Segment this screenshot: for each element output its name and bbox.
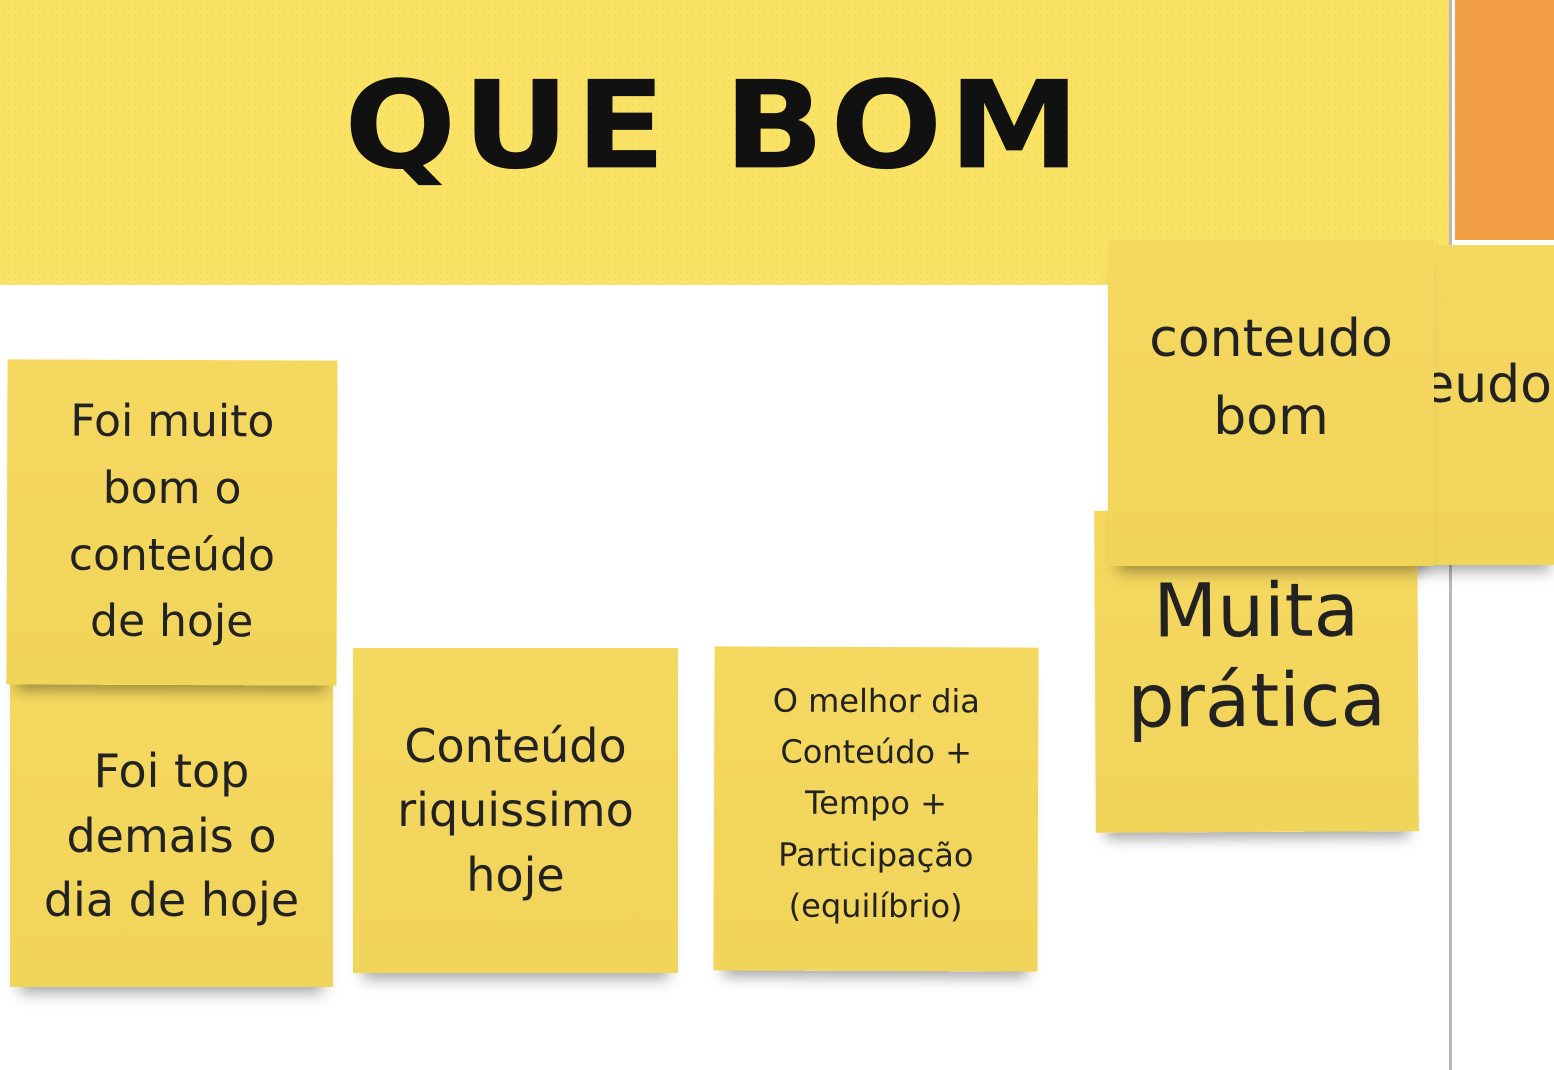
sticky-note-text: Foi top demais o dia de hoje: [43, 744, 300, 928]
sticky-note[interactable]: Foi top demais o dia de hoje: [10, 665, 333, 987]
next-column-header: [1455, 0, 1554, 240]
sticky-note-text: O melhor dia Conteúdo + Tempo + Particip…: [772, 681, 980, 926]
sticky-note-text: Foi muito bom o conteúdo de hoje: [68, 395, 276, 648]
sticky-note[interactable]: Conteúdo riquissimo hoje: [353, 648, 678, 973]
sticky-note[interactable]: Foi muito bom o conteúdo de hoje: [6, 359, 338, 686]
sticky-note-text: conteudo bom: [1149, 309, 1393, 447]
sticky-note-text: Muita prática: [1127, 567, 1387, 745]
sticky-note-text: Conteúdo riquissimo hoje: [397, 718, 634, 902]
sticky-note[interactable]: O melhor dia Conteúdo + Tempo + Particip…: [713, 646, 1039, 972]
board-title: QUE BOM: [344, 55, 1086, 197]
sticky-note[interactable]: conteudo bom: [1108, 240, 1434, 566]
board-header: QUE BOM: [0, 0, 1450, 285]
